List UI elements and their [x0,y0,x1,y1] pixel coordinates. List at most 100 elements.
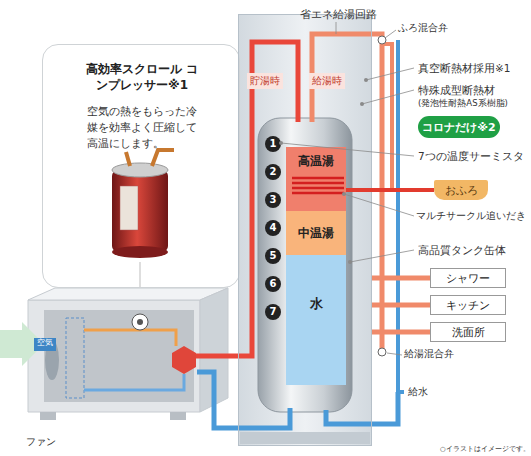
bathtub: おふろ [434,180,488,200]
layer-label: 水 [286,295,346,313]
circle-number: 4 [270,223,277,233]
supply-pipe [372,276,430,281]
bath-label: おふろ [445,185,478,196]
number-circle: 2 [265,164,281,180]
leader-line [387,353,402,355]
circuit-label: 省エネ給湯回路 [300,8,377,21]
leader-line [350,250,414,262]
number-circle: 4 [265,220,281,236]
outlet-label: キッチン [446,300,490,311]
tank-shell [258,118,352,412]
reheat-pipe [346,188,434,192]
callout-body: 空気の熱をもらった冷媒を効率よく圧縮して高温にします。 [87,103,197,151]
circle-number: 3 [270,195,277,205]
outlet-box: キッチン [430,295,506,315]
refrigerant-pipe [84,330,176,346]
bath-pipe [382,44,392,190]
circle-number: 5 [270,251,277,261]
unit-foot [170,412,186,420]
number-circle: 6 [265,276,281,292]
compressor-top [112,163,168,177]
feature-label: 真空断熱材採用※1 [418,62,510,75]
leader-dot [364,78,368,82]
leader-dot [279,141,283,145]
compressor-icon [137,319,143,325]
refrigerant-pipe [84,374,184,390]
number-circle: 3 [265,192,281,208]
number-circle: 5 [265,248,281,264]
number-circle: 7 [265,304,281,320]
circle-number: 1 [270,139,277,149]
hot-water-layer: 高温湯 [286,147,346,211]
tank-cabinet: 1 2 3 4 5 6 7 高温湯中温湯水 貯湯時 給湯時 [238,14,372,446]
cabinet-base [240,432,370,444]
hot-water-pipe [196,42,298,356]
supply-pipe [372,303,430,308]
circle-number: 7 [270,307,277,317]
reheat-coil [292,192,344,195]
part-label: ファン [26,436,56,448]
compressor-icon [132,314,148,330]
layer-label: 中温湯 [286,225,346,242]
warm-water-layer: 中温湯 [286,211,346,255]
return-pipe [197,372,290,428]
circle-number: 6 [270,279,277,289]
reheat-coil [292,187,344,190]
leader-line [281,143,414,156]
copper-tube [152,150,174,166]
compressor-cutaway [120,186,138,230]
reheat-coil [292,177,344,180]
leader-dot [348,260,352,264]
cold-water-layer: 水 [286,255,346,385]
unit-foot [40,412,56,420]
pipe-label: 給水 [408,386,428,398]
feature-label: マルチサークル追いだき [416,210,526,222]
copper-tube [126,152,130,166]
cold-water-pipe [398,40,404,392]
badge-text: コロナだけ※2 [422,122,495,133]
mixing-valve [378,348,386,356]
leader-line [362,90,414,104]
unit-interior [44,310,194,402]
outlet-box: シャワー [430,268,506,288]
water-heat-exchanger [172,346,196,374]
cabinet-body [238,14,372,446]
brand-badge: コロナだけ※2 [418,116,500,138]
air-label: 空気 [37,338,53,348]
disclaimer-note: ○イラストはイメージです。 [440,446,530,454]
leader-line [336,22,337,34]
layer-label: 高温湯 [286,153,346,170]
number-circle: 1 [265,136,281,152]
circle-number: 2 [270,167,277,177]
reheat-coil [292,182,344,185]
leader-line [385,30,396,38]
flow-label: 貯湯時 [247,73,283,89]
flow-label: 給湯時 [309,73,345,89]
mixing-valve [378,36,386,44]
feature-note: (発泡性耐熱AS系樹脂) [418,98,508,108]
outlet-label: 洗面所 [452,327,485,338]
outdoor-unit-top [28,288,228,300]
compressor-body [112,170,168,252]
label-chip [34,338,56,351]
callout-box: 高効率スクロール コンプレッサー※1 空気の熱をもらった冷媒を効率よく圧縮して高温… [42,44,240,288]
callout-heading: 高効率スクロール コンプレッサー※1 [81,61,203,93]
supply-pipe [372,330,430,335]
outlet-label: シャワー [446,273,490,284]
feature-label: 高品質タンク缶体 [418,244,506,257]
leader-line [366,68,414,80]
leader-line [344,194,414,216]
outdoor-unit-front [28,300,200,412]
valve-label: 給湯混合弁 [404,348,454,360]
feature-label: 特殊成型断熱材 [418,84,495,97]
valve-label: ふろ混合弁 [398,22,448,34]
leader-dot [360,102,364,106]
cold-inlet-pipe [326,392,398,424]
outlet-box: 洗面所 [430,322,506,342]
leader-dot [342,192,346,196]
heat-exchanger-coil [66,318,84,398]
feature-label: 7つの温度サーミスタ [418,150,524,163]
compressor-base [112,246,168,258]
